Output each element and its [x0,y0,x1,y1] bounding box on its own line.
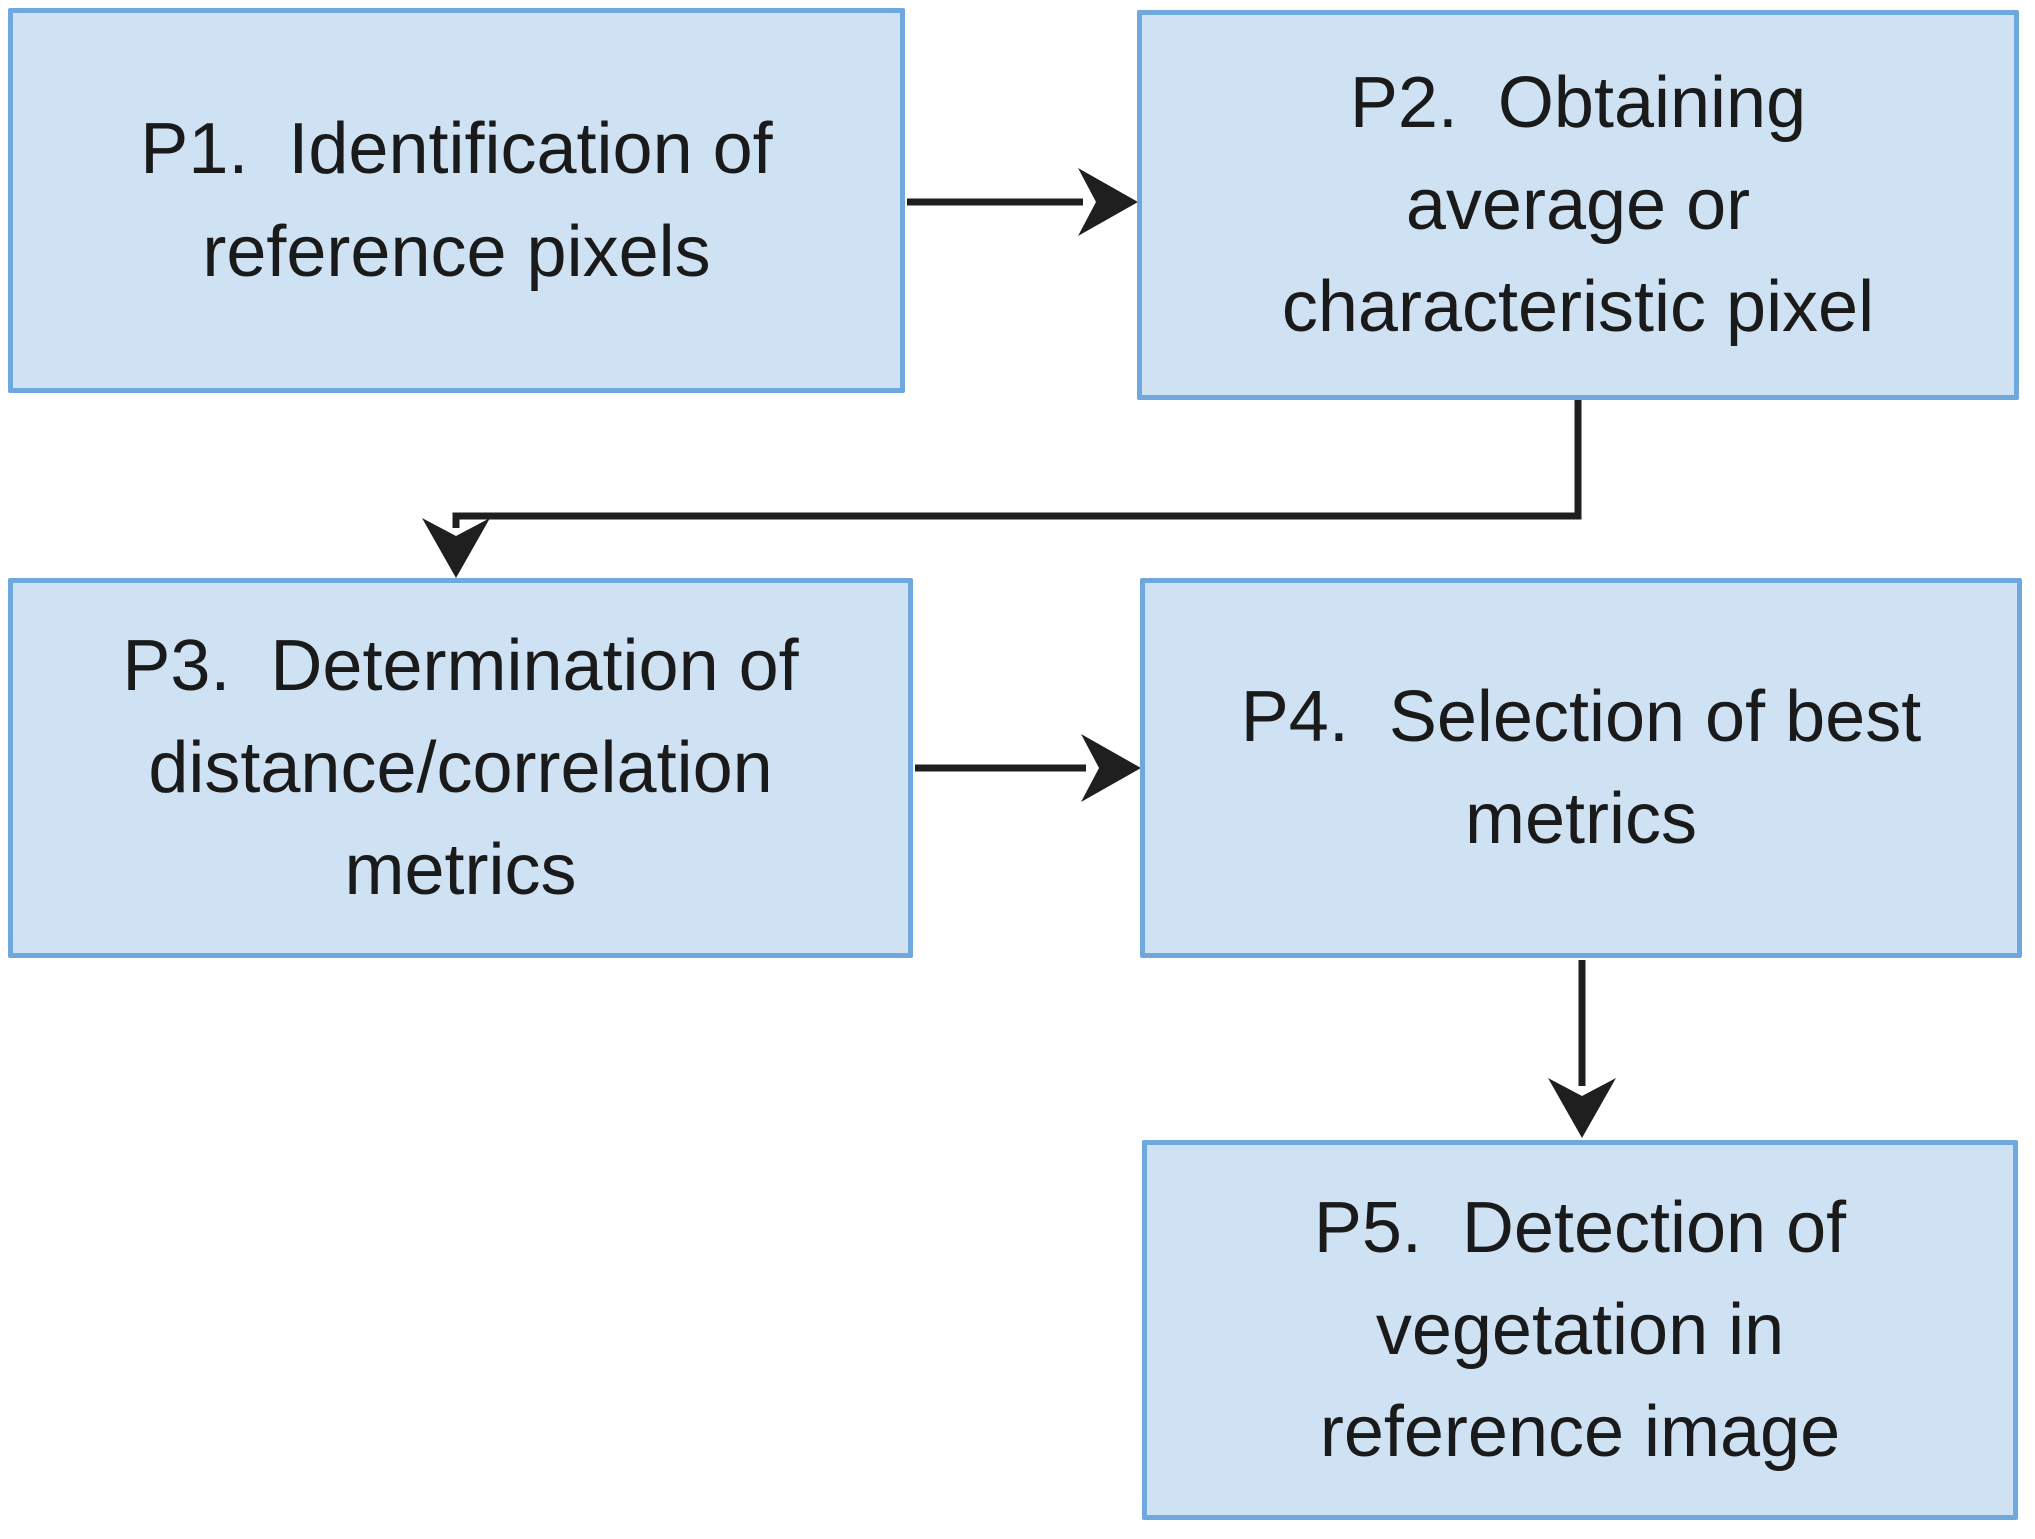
arrow-p2-to-p3 [422,400,1582,578]
process-box-p4: P4. Selection of best metrics [1140,578,2022,958]
process-box-p3-label: P3. Determination of distance/correlatio… [122,625,799,911]
arrow-p4-to-p5 [1548,960,1616,1138]
process-box-p5: P5. Detection of vegetation in reference… [1142,1140,2018,1520]
process-box-p1: P1. Identification of reference pixels [8,8,905,393]
process-box-p2-label: P2. Obtaining average or characteristic … [1281,62,1875,348]
arrow-p3-to-p4 [915,734,1141,802]
process-box-p3: P3. Determination of distance/correlatio… [8,578,913,958]
arrow-p1-to-p2 [907,168,1138,236]
process-box-p2: P2. Obtaining average or characteristic … [1137,10,2019,400]
process-box-p1-label: P1. Identification of reference pixels [140,109,773,292]
process-box-p4-label: P4. Selection of best metrics [1240,676,1922,859]
process-box-p5-label: P5. Detection of vegetation in reference… [1313,1187,1847,1473]
